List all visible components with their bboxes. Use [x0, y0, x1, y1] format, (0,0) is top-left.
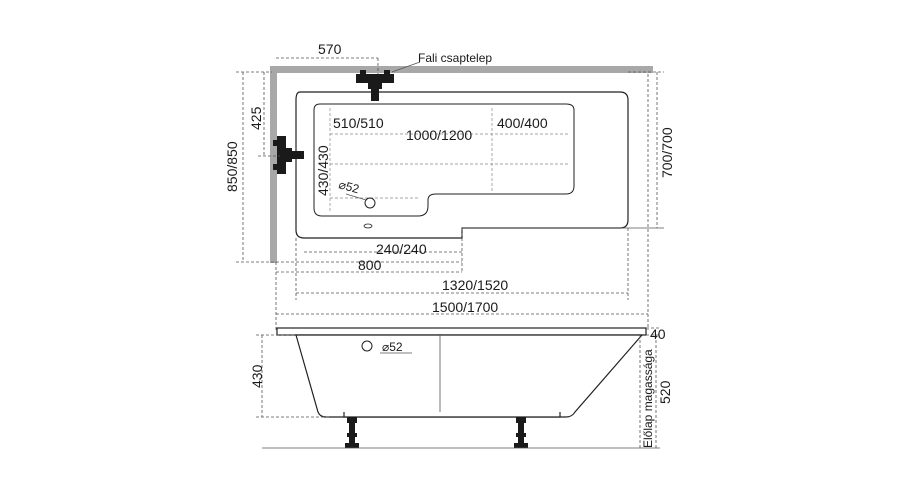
label-width-wide: 700/700	[659, 127, 675, 178]
leg-left-icon	[345, 417, 359, 448]
label-front-panel: Előlap magassága	[641, 349, 655, 448]
label-wall-distance: 570	[318, 41, 342, 57]
label-section-left: 510/510	[333, 115, 384, 131]
label-inner-len: 1320/1520	[442, 277, 508, 293]
label-rim: 40	[650, 326, 666, 342]
drain-plan-icon	[364, 197, 376, 209]
label-drain-side: ⌀52	[382, 340, 403, 354]
side-faucet-icon	[273, 136, 304, 174]
wall-faucet-icon	[356, 70, 394, 101]
leg-right-icon	[514, 417, 528, 448]
faucet-leader	[391, 61, 421, 73]
tub-rim	[276, 327, 647, 336]
back-wall	[270, 66, 653, 73]
tub-body-side	[295, 334, 644, 418]
label-faucet: Fali csaptelep	[418, 51, 492, 65]
label-inner-depth: 430/430	[315, 145, 331, 196]
top-view: 570 Fali csaptelep 425 850/850 700/700 5…	[224, 41, 675, 330]
label-panel-height: 520	[657, 380, 673, 404]
overflow-plan-icon	[363, 223, 373, 229]
label-total-len: 1500/1700	[432, 299, 498, 315]
drain-leader	[345, 193, 367, 201]
label-side-height: 430	[249, 364, 265, 388]
inner-basin	[313, 103, 575, 217]
label-section-right: 400/400	[497, 115, 548, 131]
label-faucet-height: 425	[248, 106, 264, 130]
label-width-total: 850/850	[224, 141, 240, 192]
label-section-mid: 1000/1200	[406, 127, 472, 143]
drain-side-icon	[361, 340, 373, 352]
label-drain-plan: ⌀52	[337, 177, 361, 196]
side-view: ⌀52 430 40 Előlap magassága 520	[249, 326, 673, 449]
tub-base	[343, 412, 561, 418]
label-step: 240/240	[376, 241, 427, 257]
label-step-len: 800	[358, 257, 382, 273]
